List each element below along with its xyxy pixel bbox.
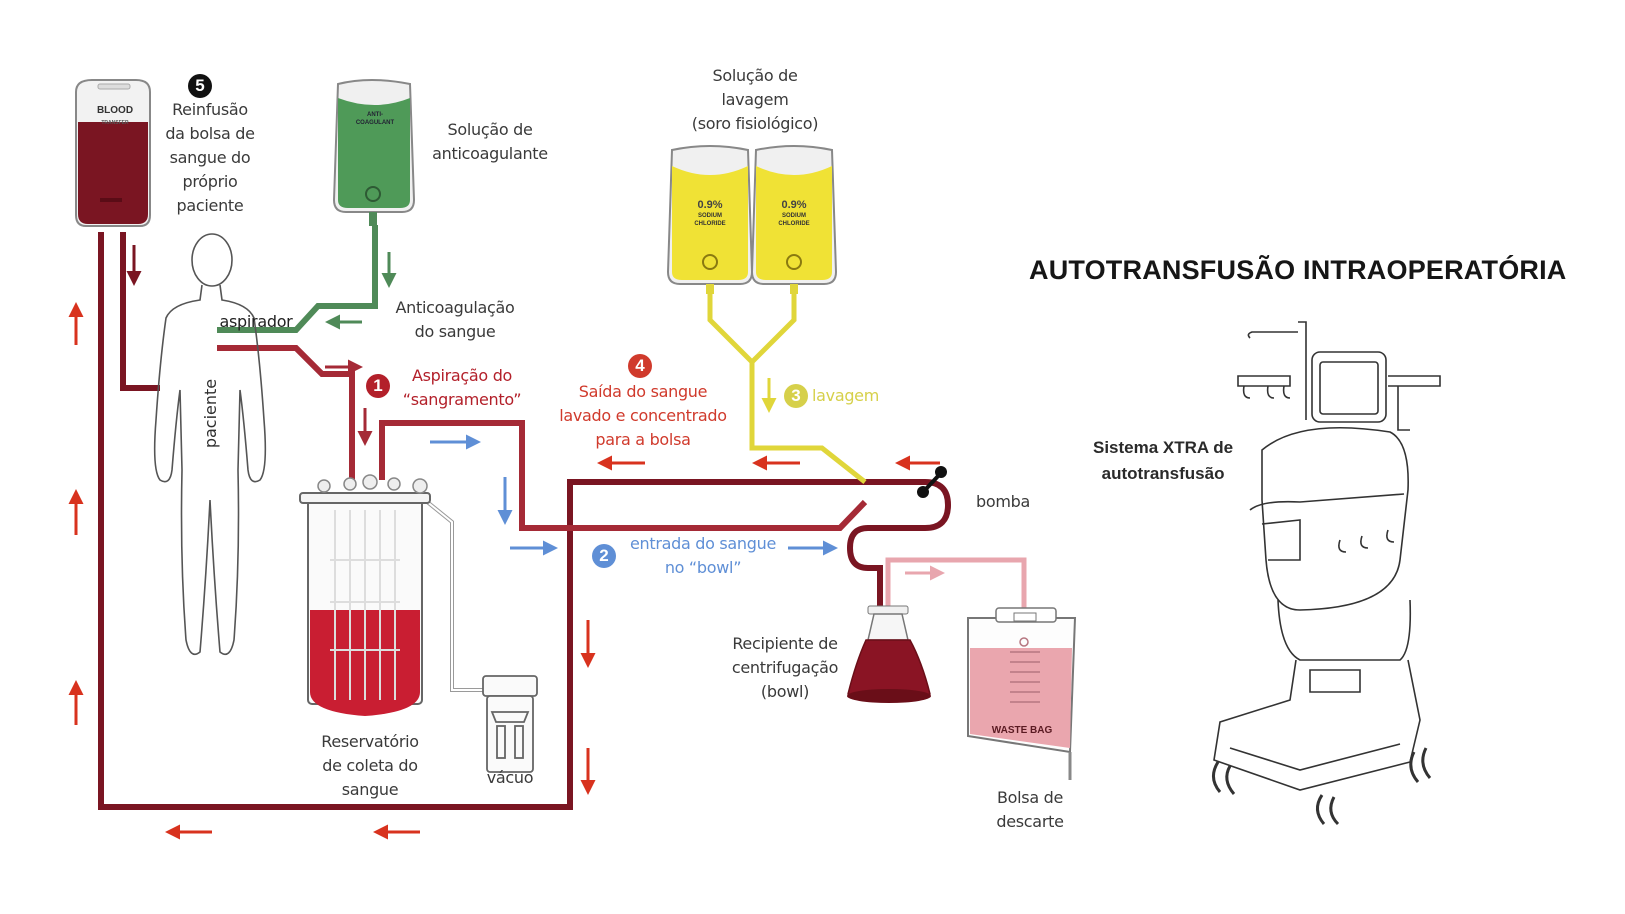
step-4-badge: 4 xyxy=(628,354,652,378)
step-1-badge: 1 xyxy=(366,374,390,398)
svg-text:SODIUM: SODIUM xyxy=(782,213,806,219)
step-1-label: Aspiração do“sangramento” xyxy=(402,366,522,409)
saline-bag-left: 0.9% SODIUM CHLORIDE xyxy=(666,145,754,294)
svg-text:0.9%: 0.9% xyxy=(781,199,806,211)
aspirator-label: aspirador xyxy=(219,312,293,331)
anticoagulant-tube xyxy=(217,225,378,333)
step-5-badge: 5 xyxy=(188,74,212,98)
step-2-badge: 2 xyxy=(592,544,616,568)
saline-bag-right: 0.9% SODIUM CHLORIDE xyxy=(750,145,838,294)
blood-bag-print: BLOOD xyxy=(97,105,133,116)
step-3-label: lavagem xyxy=(812,386,880,405)
centrifuge-bowl xyxy=(847,605,931,703)
patient-label: paciente xyxy=(201,378,221,449)
svg-text:0.9%: 0.9% xyxy=(697,199,722,211)
svg-text:ANTI-: ANTI- xyxy=(367,112,383,118)
saline-tube xyxy=(707,292,867,484)
waste-bag: WASTE BAG xyxy=(967,607,1077,780)
pump-loop-tube xyxy=(846,479,952,612)
svg-text:SODIUM: SODIUM xyxy=(698,213,722,219)
anticoagulant-bag: ANTI- COAGULANT xyxy=(332,79,416,226)
svg-text:TRANSFER: TRANSFER xyxy=(101,120,129,126)
waste-tube xyxy=(885,557,1027,645)
aspiration-tube xyxy=(217,345,355,480)
return-tube xyxy=(98,232,865,810)
svg-text:CHLORIDE: CHLORIDE xyxy=(694,221,725,227)
svg-text:CHLORIDE: CHLORIDE xyxy=(778,221,809,227)
xtra-machine-illustration xyxy=(1212,321,1441,826)
reservoir-outlet-tube xyxy=(379,420,868,531)
svg-text:WASTE BAG: WASTE BAG xyxy=(992,725,1053,736)
step-3-badge: 3 xyxy=(784,384,808,408)
pump-label: bomba xyxy=(976,492,1030,511)
flow-arrows xyxy=(68,245,945,840)
patient-figure xyxy=(153,233,267,656)
pump-rotor xyxy=(917,466,947,498)
svg-text:COAGULANT: COAGULANT xyxy=(356,120,395,126)
reinfusion-tube xyxy=(120,232,160,391)
collection-reservoir xyxy=(299,474,431,716)
blood-bag: BLOOD TRANSFER xyxy=(75,79,151,227)
page-title: AUTOTRANSFUSÃO INTRAOPERATÓRIA xyxy=(1029,255,1567,285)
vacuum-canister xyxy=(482,675,538,773)
vacuum-label: vácuo xyxy=(486,768,534,787)
